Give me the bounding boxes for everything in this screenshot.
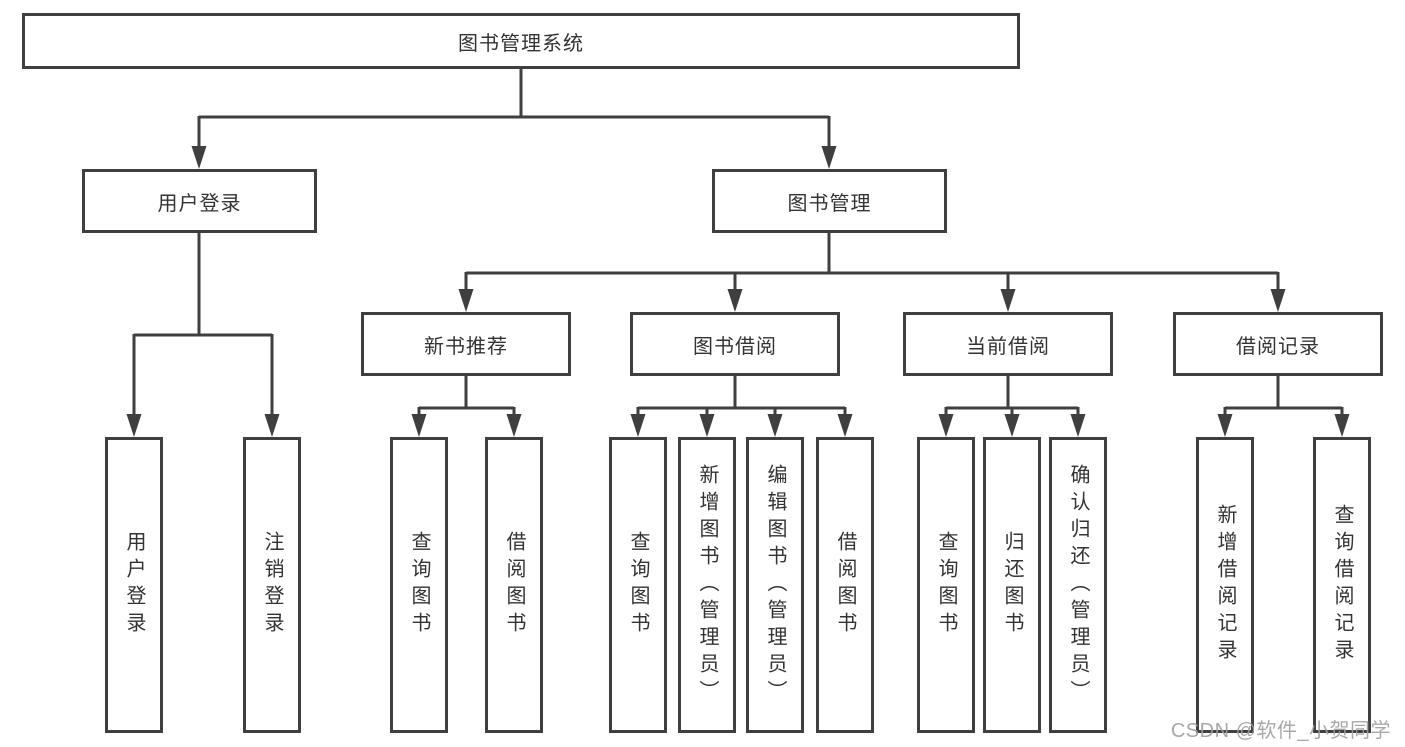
node-leaf-current-query-books-label: 查询图书 (935, 531, 957, 639)
node-leaf-logout: 注销登录 (243, 437, 301, 733)
node-leaf-recommend-query-books: 查询图书 (390, 437, 448, 733)
node-borrowing-records: 借阅记录 (1173, 312, 1383, 376)
node-leaf-query-borrow-record: 查询借阅记录 (1313, 437, 1371, 733)
node-leaf-user-login-label: 用户登录 (123, 531, 145, 639)
node-borrowing-records-label: 借阅记录 (1236, 335, 1320, 358)
node-leaf-return-book: 归还图书 (983, 437, 1041, 733)
node-leaf-borrow-book-label: 借阅图书 (834, 531, 856, 639)
node-leaf-borrowing-query-books-label: 查询图书 (627, 531, 649, 639)
node-book-borrowing: 图书借阅 (630, 312, 840, 376)
node-leaf-recommend-borrow-books-label: 借阅图书 (503, 531, 525, 639)
node-leaf-query-borrow-record-label: 查询借阅记录 (1331, 504, 1353, 666)
node-current-borrowing: 当前借阅 (903, 312, 1113, 376)
node-leaf-borrow-book: 借阅图书 (816, 437, 874, 733)
node-book-management-group-label: 图书管理 (787, 192, 872, 215)
node-root: 图书管理系统 (22, 13, 1020, 69)
node-leaf-add-borrow-record-label: 新增借阅记录 (1214, 504, 1236, 666)
node-leaf-recommend-query-books-label: 查询图书 (408, 531, 430, 639)
arrowheads (126, 146, 1350, 437)
node-user-login-group: 用户登录 (82, 169, 317, 233)
node-leaf-recommend-borrow-books: 借阅图书 (485, 437, 543, 733)
node-leaf-add-book-admin: 新增图书（管理员） (678, 437, 736, 733)
node-leaf-add-book-admin-label: 新增图书（管理员） (696, 463, 718, 707)
node-new-book-recommendation: 新书推荐 (361, 312, 571, 376)
node-leaf-confirm-return-admin: 确认归还（管理员） (1049, 437, 1107, 733)
node-book-management-group: 图书管理 (712, 169, 947, 233)
node-leaf-user-login: 用户登录 (105, 437, 163, 733)
node-leaf-logout-label: 注销登录 (261, 531, 283, 639)
node-leaf-confirm-return-admin-label: 确认归还（管理员） (1067, 463, 1089, 707)
node-root-label: 图书管理系统 (458, 32, 584, 55)
node-user-login-group-label: 用户登录 (157, 192, 242, 215)
node-leaf-return-book-label: 归还图书 (1001, 531, 1023, 639)
node-leaf-edit-book-admin: 编辑图书（管理员） (746, 437, 804, 733)
node-new-book-recommendation-label: 新书推荐 (424, 335, 508, 358)
node-leaf-borrowing-query-books: 查询图书 (609, 437, 667, 733)
elbow-connectors (132, 69, 1344, 420)
node-current-borrowing-label: 当前借阅 (966, 335, 1050, 358)
node-book-borrowing-label: 图书借阅 (693, 335, 777, 358)
node-leaf-add-borrow-record: 新增借阅记录 (1196, 437, 1254, 733)
node-leaf-edit-book-admin-label: 编辑图书（管理员） (764, 463, 786, 707)
node-leaf-current-query-books: 查询图书 (917, 437, 975, 733)
